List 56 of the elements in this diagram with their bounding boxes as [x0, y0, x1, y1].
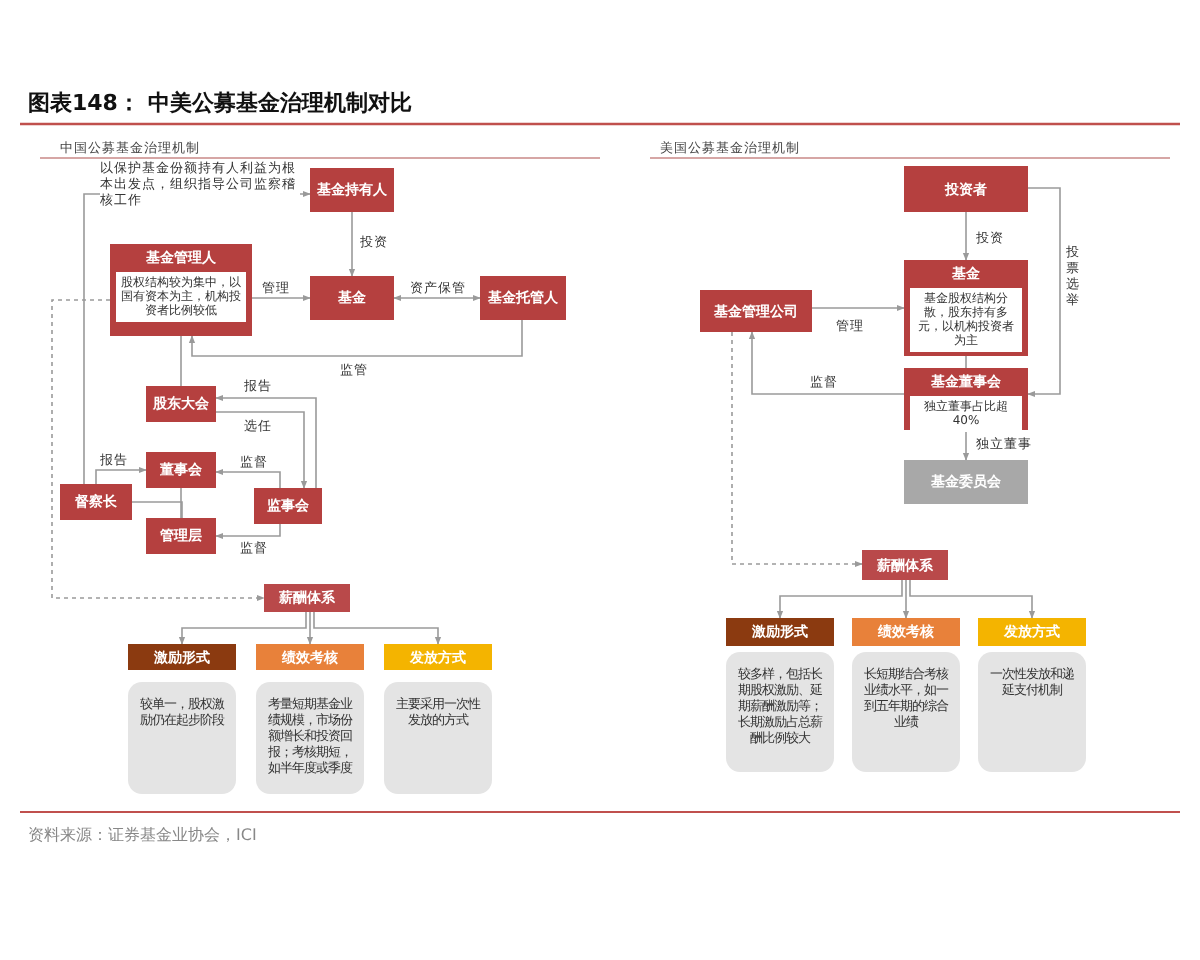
category-header — [726, 618, 834, 646]
entity-box — [146, 452, 216, 488]
connector-arrow — [215, 394, 317, 489]
connector-arrow — [962, 211, 970, 261]
connector-arrow — [215, 523, 281, 540]
connector-arrow — [188, 319, 523, 357]
text-card — [128, 682, 236, 794]
connector-arrow — [776, 579, 903, 619]
connector-arrow — [962, 429, 970, 461]
entity-card — [904, 260, 1028, 356]
connector-arrow — [215, 411, 308, 489]
entity-box — [146, 518, 216, 554]
category-header — [852, 618, 960, 646]
connector-arrow — [306, 611, 314, 645]
entity-box — [700, 290, 812, 332]
entity-box — [310, 276, 394, 320]
source-note: 资料来源：证券基金业协会，ICI — [28, 824, 257, 846]
category-header — [256, 644, 364, 670]
connector-line — [180, 487, 182, 519]
entity-box — [146, 386, 216, 422]
text-card — [256, 682, 364, 794]
connector-line — [180, 335, 182, 387]
connector-arrow — [902, 579, 910, 619]
connector-arrow — [393, 294, 481, 302]
entity-box — [60, 484, 132, 520]
chart-title: 图表148： 中美公募基金治理机制对比 — [28, 88, 412, 118]
entity-box — [310, 168, 394, 212]
connector-arrow — [1027, 187, 1061, 398]
entity-box — [904, 460, 1028, 504]
connector-line — [131, 501, 183, 519]
connector-arrow — [51, 299, 265, 602]
connector-arrow — [348, 211, 356, 277]
entity-box — [254, 488, 322, 524]
entity-card — [110, 244, 252, 336]
connector-arrow — [313, 611, 442, 645]
text-card — [978, 652, 1086, 772]
connector-line — [965, 355, 967, 369]
entity-card — [904, 368, 1028, 430]
text-card — [852, 652, 960, 772]
entity-box — [264, 584, 350, 612]
text-card — [726, 652, 834, 772]
category-header — [978, 618, 1086, 646]
connector-arrow — [811, 304, 905, 312]
connector-arrow — [748, 331, 905, 395]
text-card — [384, 682, 492, 794]
category-header — [128, 644, 236, 670]
connector-arrow — [178, 611, 307, 645]
connector-arrow — [95, 466, 147, 485]
category-header — [384, 644, 492, 670]
entity-box — [904, 166, 1028, 212]
connector-arrow — [215, 468, 281, 489]
connector-arrow — [731, 331, 863, 568]
entity-box — [862, 550, 948, 580]
connector-arrow — [909, 579, 1036, 619]
connector-arrow — [251, 294, 311, 302]
entity-box — [480, 276, 566, 320]
